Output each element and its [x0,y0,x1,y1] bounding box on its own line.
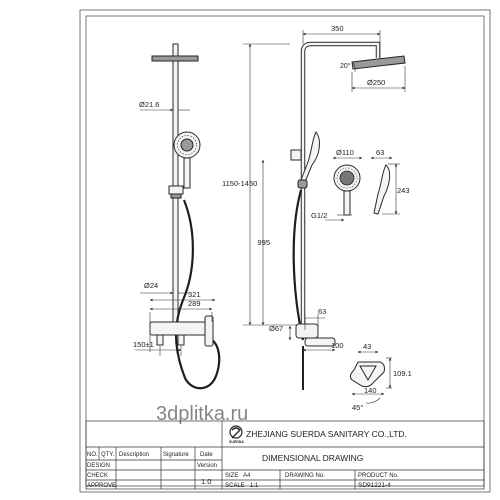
header-description: Description [119,452,149,458]
spout-diameter-label: Ø67 [269,324,283,333]
header-signature: Signature [163,452,189,458]
spout-projection-label: 140 [364,386,377,395]
handshower-length-label: 243 [397,186,410,195]
side-shower-head [351,55,406,70]
drawing-title: DIMENSIONAL DRAWING [262,453,363,463]
spout-angle-label: 45° [352,403,363,412]
rail-height-label: 995 [257,238,270,247]
front-head-connector [172,43,179,57]
size-value: A4 [243,473,251,479]
version-value: 1.0 [201,477,211,486]
height-range-label: 1150-1450 [222,179,257,188]
product-no-label: PRODUCT No. [358,473,399,479]
sheet-inner-border [85,15,485,487]
valve-depth-label: 63 [318,307,326,316]
arm-length-label: 350 [331,24,344,33]
front-slider-holder [168,185,184,195]
header-date: Date [200,452,213,458]
bar-diameter-label: Ø24 [144,281,158,290]
thread-label: G1/2 [311,211,327,220]
side-slider [297,179,308,189]
side-hose [292,189,305,341]
drawing-no-label: DRAWING No. [285,473,325,479]
header-no: NO. [87,452,98,458]
width-inner-label: 289 [188,299,201,308]
header-qty: QTY. [101,452,115,458]
watermark: 3dplitka.ru [156,403,248,425]
front-handshower-handle [183,157,191,189]
scale-value: 1:1 [250,483,259,489]
logo-text: SUERDA [229,440,244,444]
side-mixer-body [295,323,319,339]
size-label: SIZE [225,473,238,479]
version-label: Version [197,463,217,469]
detail-handshower-profile [373,164,391,215]
side-view: 350 20° Ø250 63 Ø67 100 [269,24,406,390]
row-approve: APPROVE [87,483,116,489]
side-spout [304,337,336,347]
spout-height-label: 109.1 [393,369,412,378]
row-check: CHECK [87,473,108,479]
head-angle-label: 20° [340,62,351,70]
scale-label: SCALE [225,483,245,489]
handshower-detail: Ø110 G1/2 63 243 [311,148,410,222]
handshower-diameter-label: Ø110 [336,148,354,157]
front-view: Ø21.6 Ø24 321 289 150±1 [133,43,221,390]
handshower-depth-label: 63 [376,148,384,157]
height-dimensions: 1150-1450 995 [222,43,300,326]
suerda-logo: SUERDA [229,425,244,444]
company-name: ZHEJIANG SUERDA SANITARY CO.,LTD. [246,429,407,439]
front-shower-head [151,55,199,62]
product-no-value: SD91221-4 [358,482,391,489]
front-hose [174,199,221,390]
width-total-label: 321 [188,290,201,299]
head-diameter-label: Ø250 [367,78,385,87]
spout-top-view: 43 109.1 140 45° [349,342,412,412]
front-mixer-body [149,321,213,336]
detail-handshower-handle [343,190,351,216]
pipe-diameter-label: Ø21.6 [139,100,159,109]
sheet-border [79,9,491,493]
spout-width-label: 43 [363,342,371,351]
centers-label: 150±1 [133,340,154,349]
row-design: DESIGN [87,463,110,469]
spout-length-label: 100 [331,341,344,350]
front-mixer-lever [204,315,214,347]
title-block: SUERDA ZHEJIANG SUERDA SANITARY CO.,LTD.… [85,420,485,490]
